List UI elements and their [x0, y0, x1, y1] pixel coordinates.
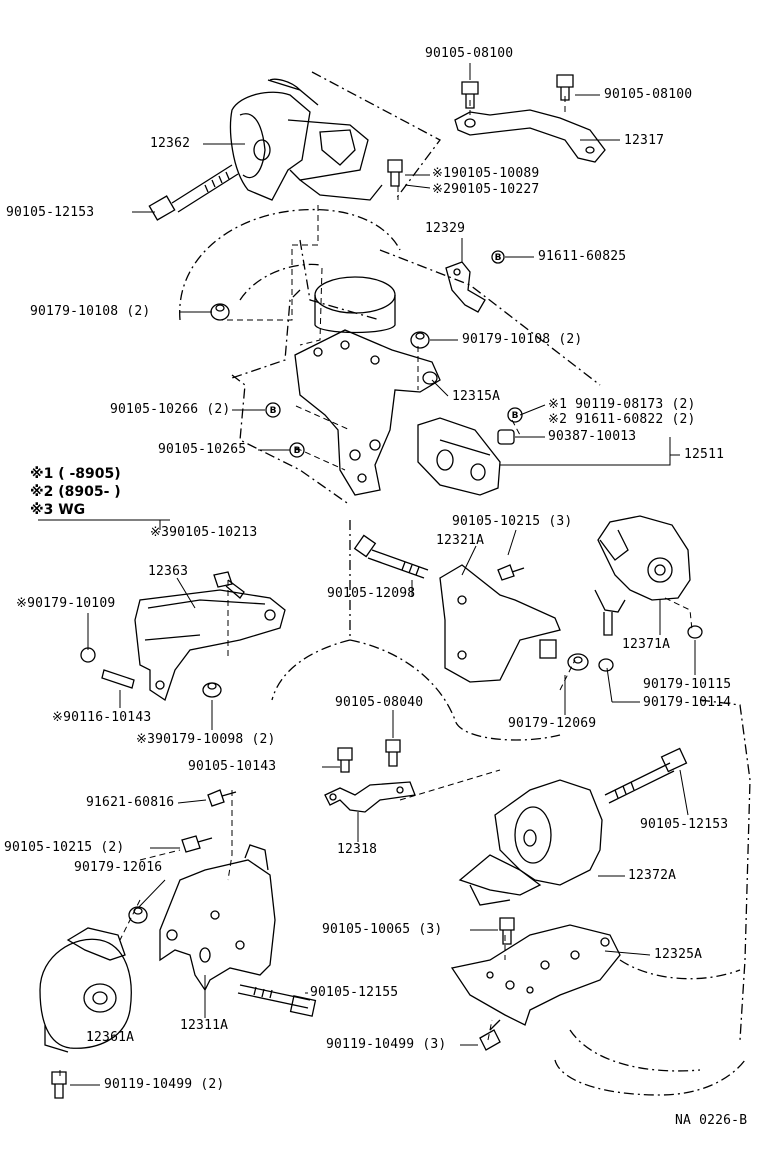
mount-12372a: [458, 779, 603, 906]
part-label: 12371A: [622, 637, 671, 652]
nut-90179-12069: [567, 653, 589, 671]
part-label: 90105-10143: [188, 759, 277, 774]
part-label: 12325A: [654, 947, 703, 962]
bolt-90105-10089: [387, 159, 403, 187]
bracket-12363: [134, 589, 286, 702]
part-label: 12361A: [86, 1030, 135, 1045]
bolt-90105-12153-bottom: [604, 747, 688, 804]
nut-90179-12016: [128, 906, 148, 924]
part-label: 12363: [148, 564, 189, 579]
part-label: 90105-08100: [604, 87, 693, 102]
part-label: ※90116-10143: [52, 710, 152, 725]
callout-b-08173: [507, 407, 523, 423]
callout-b-10266: [265, 402, 281, 418]
diagram-reference-code: NA 0226-B: [675, 1113, 748, 1128]
legend-line-3: ※3 WG: [30, 502, 86, 518]
nut-90179-10098: [202, 682, 222, 698]
leader-lines: [70, 63, 696, 1086]
part-label: 90179-10114: [643, 695, 732, 710]
nut-90179-10108-right: [410, 331, 430, 349]
bolt-90105-12098: [353, 534, 429, 579]
part-label: 12362: [150, 136, 191, 151]
part-label: 12315A: [452, 389, 501, 404]
bracket-12325a: [450, 924, 621, 1026]
part-label: 90105-08040: [335, 695, 424, 710]
part-label: 90105-10266 (2): [110, 402, 231, 417]
part-label: 90105-10215 (3): [452, 514, 573, 529]
bracket-12311a: [159, 844, 276, 992]
bolt-90105-08100-b: [556, 74, 574, 101]
bracket-12318: [324, 781, 416, 813]
legend-line-2: ※2 (8905- ): [30, 484, 121, 500]
bracket-12321a: [439, 564, 561, 683]
part-label: 90387-10013: [548, 429, 637, 444]
mount-12362: [229, 78, 383, 201]
part-label: ※390179-10098 (2): [136, 732, 276, 747]
part-label: 12511: [684, 447, 725, 462]
bolt-90105-10215-3: [497, 564, 525, 581]
part-label: 12372A: [628, 868, 677, 883]
part-label: ※290105-10227: [432, 182, 540, 197]
part-label: 90105-12153: [6, 205, 95, 220]
part-label: 12317: [624, 133, 665, 148]
part-label: 90179-12016: [74, 860, 163, 875]
callout-letter: B: [512, 411, 519, 421]
part-label: 90179-12069: [508, 716, 597, 731]
bolt-91621-60816: [207, 789, 237, 807]
part-label: 90105-10065 (3): [322, 922, 443, 937]
part-label: ※1 90119-08173 (2): [548, 397, 696, 412]
bolt-90105-10213: [213, 571, 245, 599]
callout-b-10265: [289, 442, 305, 458]
part-label: 90179-10108 (2): [30, 304, 151, 319]
bracket-12315a: [294, 329, 441, 496]
part-label: 90105-12153: [640, 817, 729, 832]
bolt-90105-10215-2: [181, 835, 213, 853]
part-label: 12329: [425, 221, 466, 236]
bracket-12317: [454, 109, 606, 163]
callout-letter: B: [294, 446, 301, 456]
stud-90116-10143: [101, 669, 135, 689]
part-label: 91621-60816: [86, 795, 175, 810]
part-label: 12321A: [436, 533, 485, 548]
mount-12361a: [39, 927, 132, 1053]
part-label: 90179-10115: [643, 677, 732, 692]
bolt-91611-60825: [491, 250, 505, 264]
part-label: 90119-10499 (3): [326, 1037, 447, 1052]
part-label: 90105-10215 (2): [4, 840, 125, 855]
bolt-90119-10499-2: [51, 1071, 67, 1099]
part-label: 90105-12155: [310, 985, 399, 1000]
bushing-90387-10013: [497, 429, 515, 445]
part-label: 90119-10499 (2): [104, 1077, 225, 1092]
bolt-90105-12153-top: [148, 164, 239, 221]
part-label: ※90179-10109: [16, 596, 116, 611]
bolt-90105-08040: [385, 739, 401, 767]
part-label: 90105-08100: [425, 46, 514, 61]
bracket-12329: [445, 261, 486, 313]
bolt-90105-10065: [499, 917, 515, 945]
part-label: ※190105-10089: [432, 166, 540, 181]
part-label: 12318: [337, 842, 378, 857]
part-label: 90105-10265: [158, 442, 247, 457]
nut-90179-10115: [687, 625, 703, 639]
part-label: 12311A: [180, 1018, 229, 1033]
bracket-12511: [417, 417, 501, 496]
nut-90179-10109: [80, 647, 96, 663]
part-label: 90179-10108 (2): [462, 332, 583, 347]
bolt-90105-10143: [337, 747, 353, 773]
engine-cylinder: [314, 276, 396, 334]
part-label: 90105-12098: [327, 586, 416, 601]
bolt-90119-10499-3: [479, 1019, 501, 1051]
callout-letter: B: [495, 253, 502, 263]
bolt-90105-12155: [237, 984, 317, 1017]
nut-90179-10108-left: [210, 303, 230, 321]
part-label: ※390105-10213: [150, 525, 258, 540]
callout-letter: B: [270, 406, 277, 416]
legend-line-1: ※1 ( -8905): [30, 466, 121, 482]
nut-90179-10114: [598, 658, 614, 672]
bolt-90105-08100-a: [461, 81, 479, 109]
part-label: 91611-60825: [538, 249, 627, 264]
mount-12371a: [594, 515, 691, 636]
part-label: ※2 91611-60822 (2): [548, 412, 696, 427]
